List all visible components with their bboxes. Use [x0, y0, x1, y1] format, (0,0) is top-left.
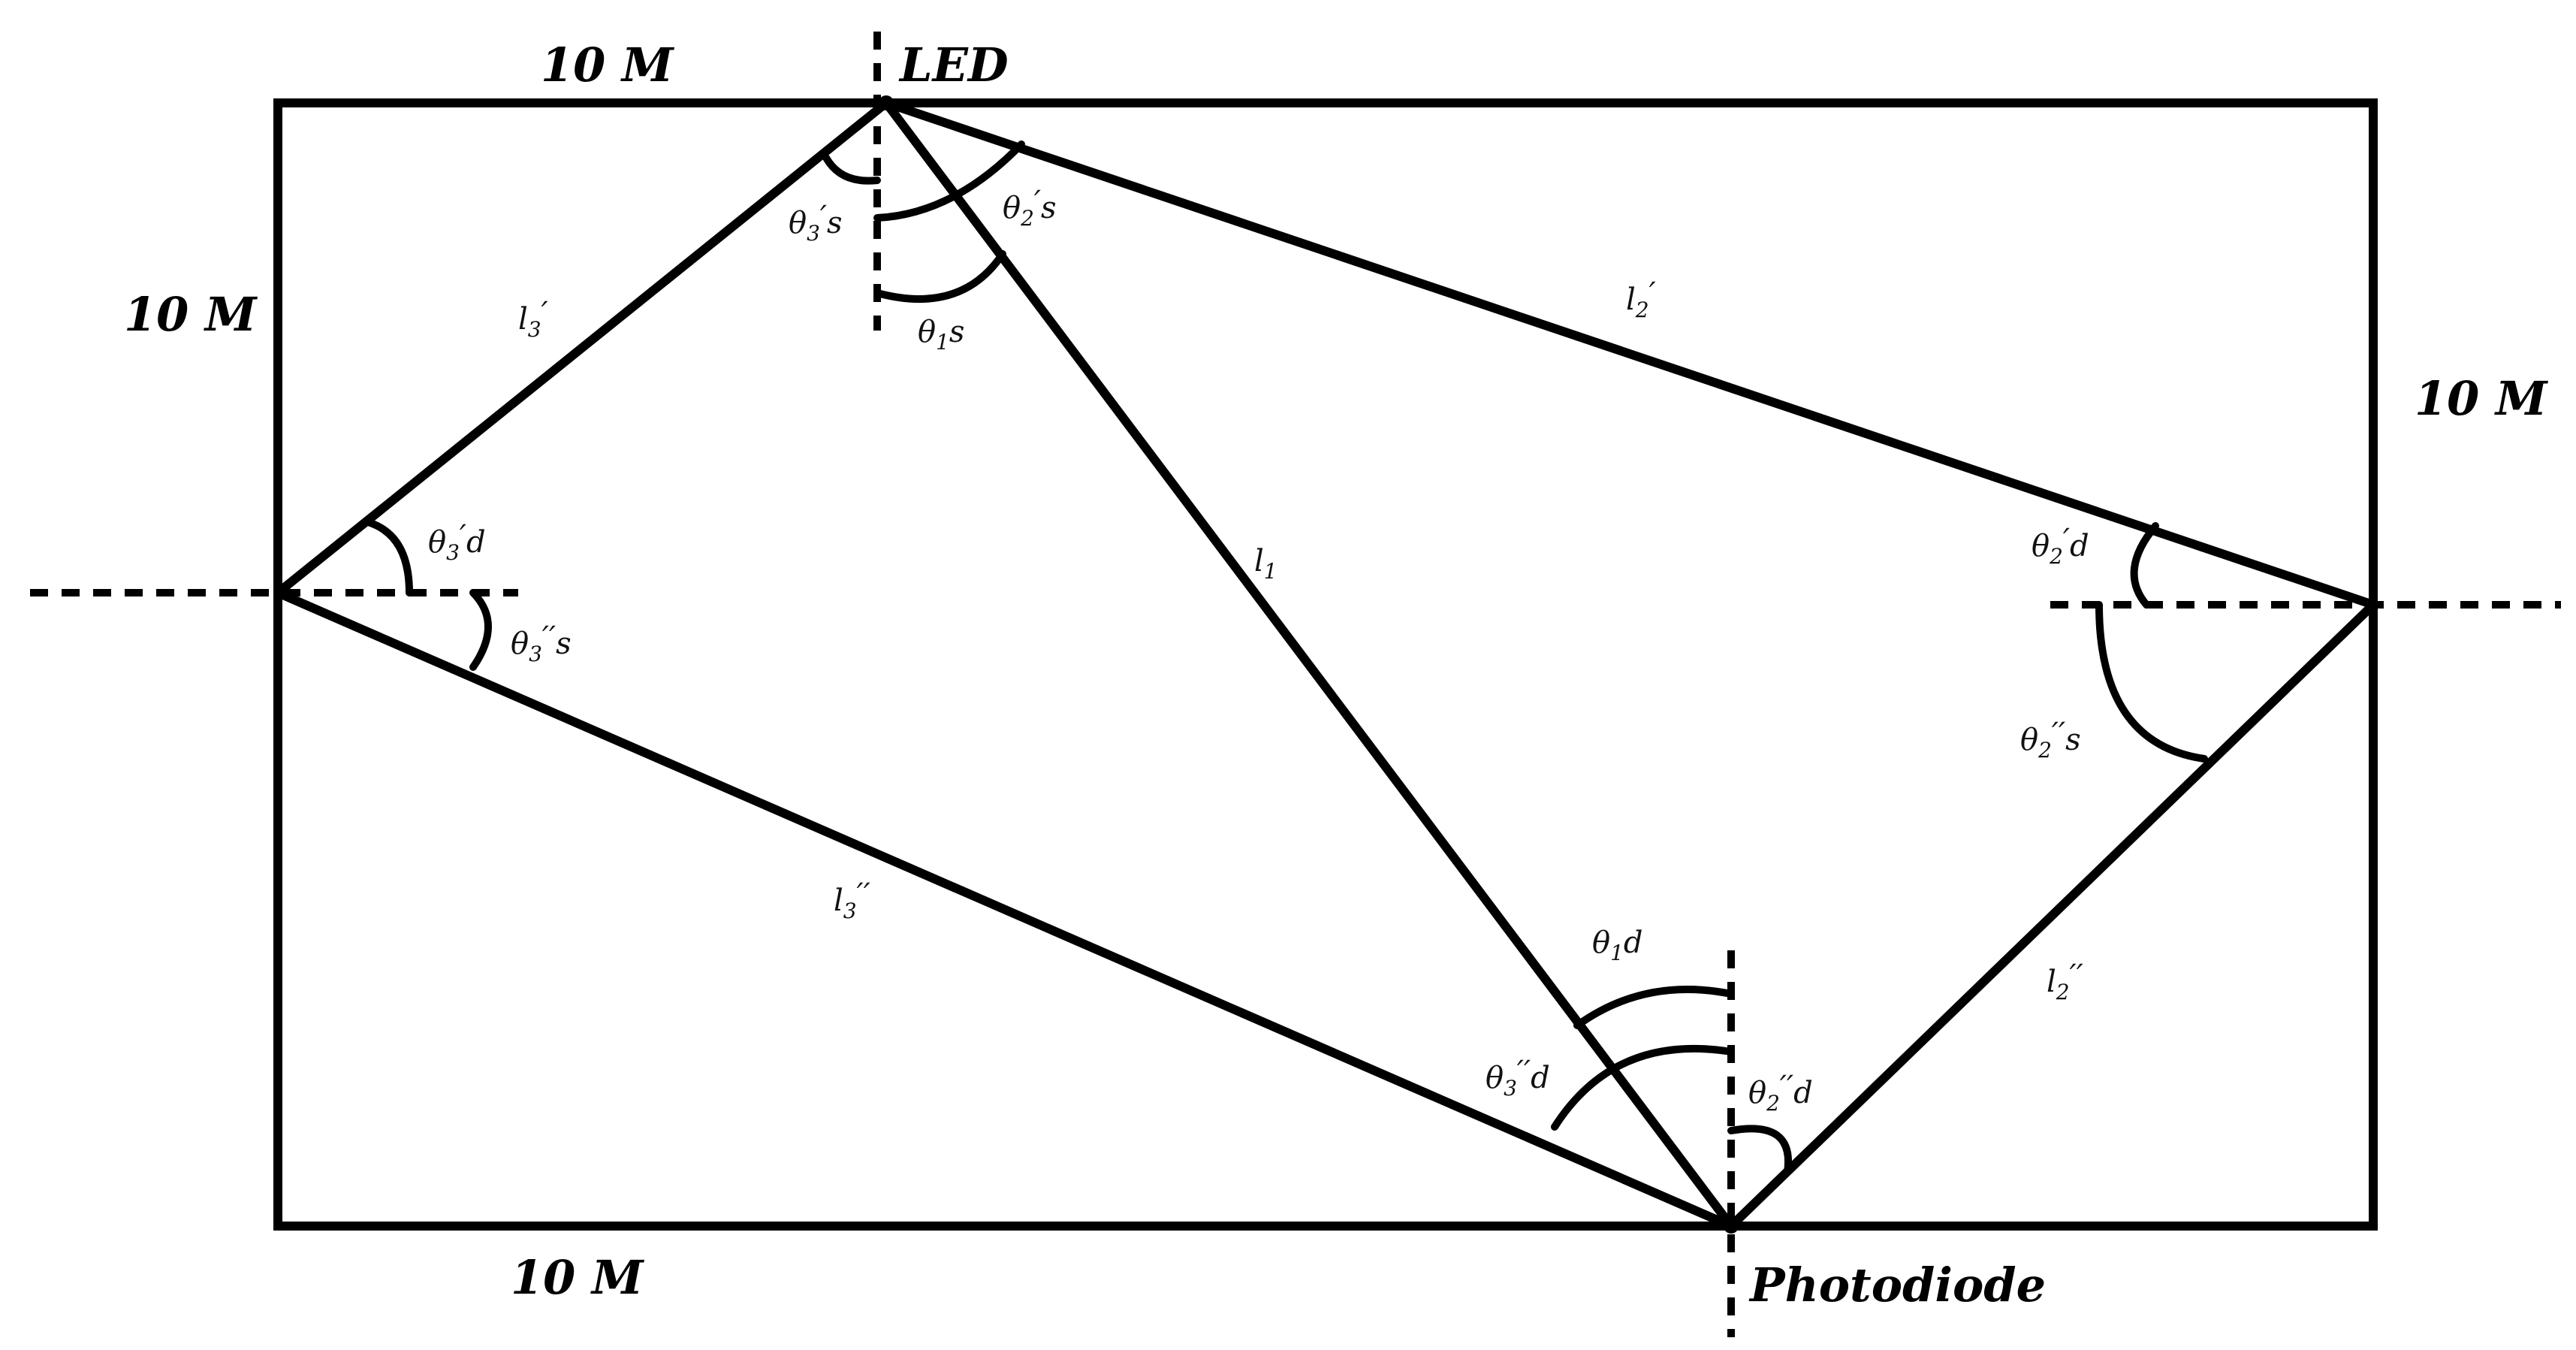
arc-theta3pp-d — [1551, 1044, 1735, 1131]
dimension-right: 10 M — [2415, 371, 2549, 426]
label-theta3p-d: θ3′d — [428, 519, 486, 565]
label-theta1-s: θ1s — [918, 315, 964, 355]
label-l1: l1 — [1254, 544, 1277, 584]
label-theta1-d: θ1d — [1592, 926, 1643, 965]
dimension-top: 10 M — [541, 38, 675, 92]
led-point — [879, 95, 894, 110]
label-l3-double-prime: l3′′ — [834, 877, 870, 923]
label-theta2p-d: θ2′d — [2032, 523, 2089, 569]
path-l1 — [882, 98, 1736, 1231]
path-l3-double-prime — [273, 588, 1736, 1231]
path-l2-prime — [882, 98, 2378, 609]
arc-theta2pp-d — [1727, 1125, 1793, 1176]
arc-theta1-d — [1573, 985, 1735, 1029]
arc-theta3pp-s — [469, 589, 492, 671]
label-l2-prime: l2′ — [1626, 276, 1656, 322]
label-l2-double-prime: l2′′ — [2047, 959, 2083, 1004]
label-theta2pp-s: θ2′′s — [2020, 717, 2081, 763]
arc-theta3p-s — [822, 154, 881, 185]
arc-theta2p-s — [873, 140, 1025, 222]
arc-theta2pp-s — [2095, 601, 2208, 763]
label-theta3pp-s: θ3′′s — [511, 621, 572, 666]
path-l3-prime — [273, 98, 891, 597]
arc-theta1-s — [873, 250, 1006, 304]
label-l3-prime: l3′ — [518, 296, 548, 342]
room-boundary — [273, 98, 2378, 1231]
path-l2-double-prime — [1727, 600, 2378, 1231]
arc-theta3p-d — [364, 518, 413, 596]
label-theta3pp-d: θ3′′d — [1486, 1055, 1550, 1101]
led-label: LED — [898, 38, 1009, 92]
photodiode-point — [1724, 1219, 1739, 1234]
label-theta2pp-d: θ2′′d — [1748, 1070, 1813, 1116]
arc-theta2p-d — [2130, 522, 2159, 609]
dimension-left: 10 M — [124, 287, 258, 342]
label-theta2p-s: θ2′s — [1003, 185, 1057, 231]
dimension-bottom: 10 M — [511, 1250, 645, 1305]
photodiode-label: Photodiode — [1748, 1258, 2046, 1312]
label-theta3p-s: θ3′s — [789, 200, 843, 246]
